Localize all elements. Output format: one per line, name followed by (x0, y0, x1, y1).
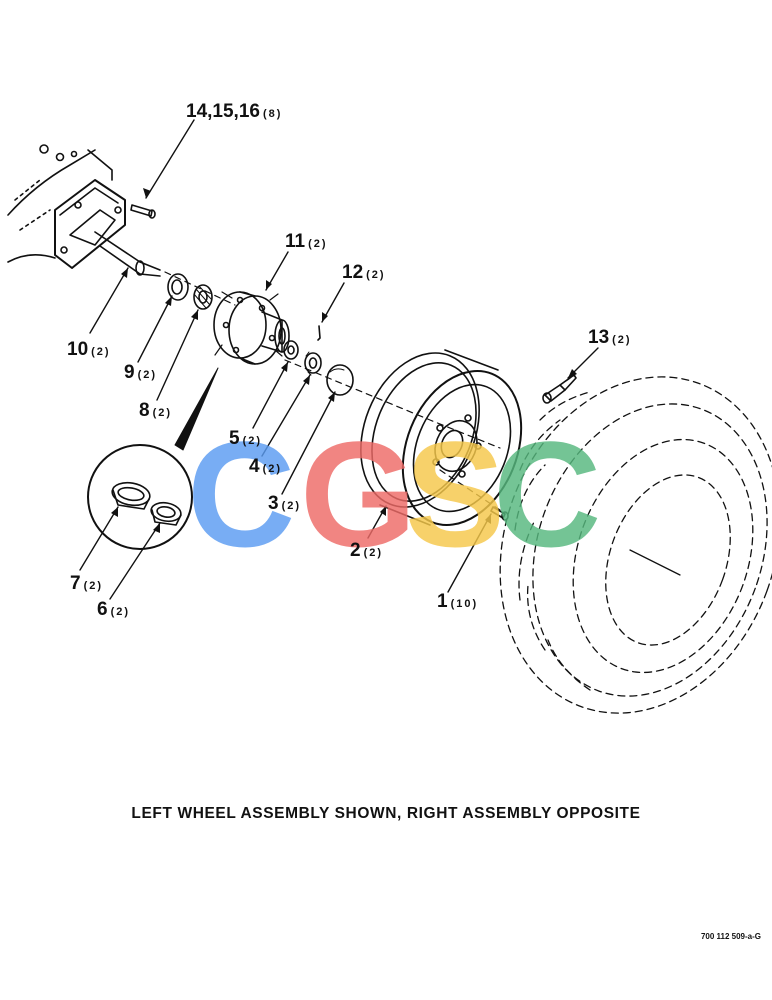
detail-inset (87, 444, 193, 550)
callout-14-15-16: 14,15,16(8) (186, 101, 282, 122)
callout-labels: 14,15,16(8) 11(2) 12(2) 13(2) 10(2) 9(2)… (67, 101, 632, 620)
lug-bolt (490, 506, 509, 521)
drawing-number: 700 112 509-a-G (700, 932, 761, 941)
cotter-pin (317, 325, 321, 341)
wheel-rim (360, 349, 523, 526)
callout-7: 7(2) (70, 573, 103, 594)
callout-1: 1(10) (437, 591, 478, 612)
bolt (130, 204, 156, 219)
callout-12: 12(2) (342, 262, 386, 283)
leader-lines (79, 119, 599, 600)
callout-8: 8(2) (139, 400, 172, 421)
castle-nut (304, 351, 322, 376)
watermark: C G S C (187, 410, 601, 578)
seal (167, 273, 189, 301)
callout-5: 5(2) (229, 428, 262, 449)
dust-cap (326, 364, 354, 396)
figure-caption: LEFT WHEEL ASSEMBLY SHOWN, RIGHT ASSEMBL… (131, 805, 641, 822)
callout-13: 13(2) (588, 327, 632, 348)
callout-4: 4(2) (249, 456, 282, 477)
callout-11: 11(2) (285, 231, 328, 252)
hub (213, 291, 290, 365)
tire (499, 376, 772, 714)
inner-bearing-cone (193, 284, 213, 310)
watermark-letter-c2: C (493, 410, 601, 578)
spindle (94, 231, 161, 277)
outer-bearing-cone (283, 340, 299, 360)
callout-9: 9(2) (124, 362, 157, 383)
watermark-letter-c1: C (187, 410, 295, 578)
watermark-letter-g: G (300, 410, 417, 578)
watermark-letter-s: S (405, 410, 505, 578)
valve-stem (542, 374, 577, 404)
callout-3: 3(2) (268, 493, 301, 514)
callout-6: 6(2) (97, 599, 130, 620)
callout-10: 10(2) (67, 339, 111, 360)
callout-2: 2(2) (350, 540, 383, 561)
frame-bracket (7, 144, 126, 269)
